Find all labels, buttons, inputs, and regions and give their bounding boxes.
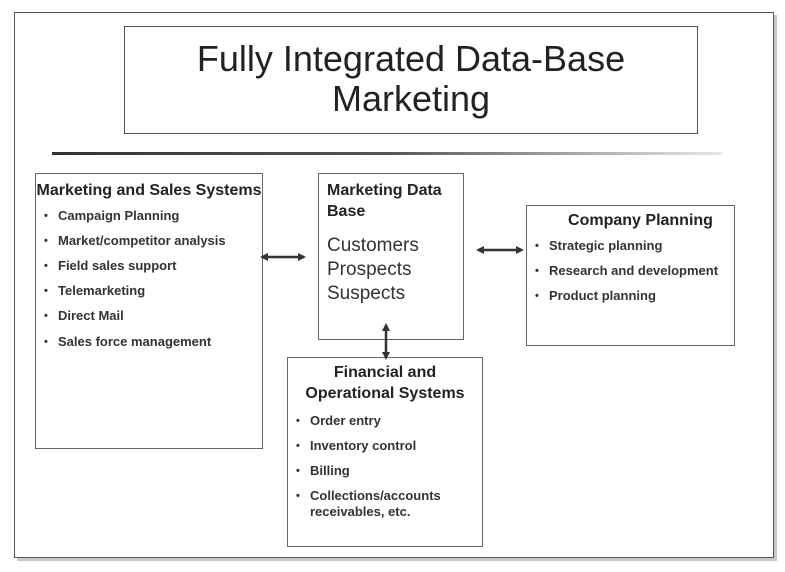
list-item: Field sales support bbox=[36, 258, 262, 274]
list-item: Billing bbox=[288, 463, 482, 479]
marketing-database-list: Customers Prospects Suspects bbox=[319, 234, 463, 306]
financial-operational-box: Financial and Operational Systems Order … bbox=[287, 357, 483, 547]
list-item: Strategic planning bbox=[527, 238, 734, 254]
list-item: Collections/accounts receivables, etc. bbox=[288, 488, 482, 520]
company-planning-list: Strategic planning Research and developm… bbox=[527, 238, 734, 304]
list-item: Research and development bbox=[527, 263, 734, 279]
marketing-sales-box: Marketing and Sales Systems Campaign Pla… bbox=[35, 173, 263, 449]
list-item: Sales force management bbox=[36, 334, 262, 350]
list-item: Campaign Planning bbox=[36, 208, 262, 224]
financial-operational-title: Financial and Operational Systems bbox=[305, 364, 465, 402]
page-title: Fully Integrated Data-Base Marketing bbox=[196, 38, 626, 119]
list-item: Direct Mail bbox=[36, 308, 262, 324]
financial-operational-list: Order entry Inventory control Billing Co… bbox=[288, 413, 482, 520]
list-item: Inventory control bbox=[288, 438, 482, 454]
marketing-database-title: Marketing Data Base bbox=[327, 182, 442, 220]
marketing-sales-list: Campaign Planning Market/competitor anal… bbox=[36, 208, 262, 350]
list-item: Customers bbox=[327, 235, 419, 256]
title-box: Fully Integrated Data-Base Marketing bbox=[124, 26, 698, 134]
list-item: Prospects bbox=[327, 259, 412, 280]
divider-rule bbox=[52, 152, 722, 155]
marketing-sales-title: Marketing and Sales Systems bbox=[36, 182, 262, 199]
company-planning-box: Company Planning Strategic planning Rese… bbox=[526, 205, 735, 346]
list-item: Order entry bbox=[288, 413, 482, 429]
list-item: Telemarketing bbox=[36, 283, 262, 299]
list-item: Product planning bbox=[527, 288, 734, 304]
list-item: Suspects bbox=[327, 283, 406, 304]
company-planning-title: Company Planning bbox=[568, 212, 713, 229]
marketing-database-box: Marketing Data Base Customers Prospects … bbox=[318, 173, 464, 340]
list-item: Market/competitor analysis bbox=[36, 233, 262, 249]
